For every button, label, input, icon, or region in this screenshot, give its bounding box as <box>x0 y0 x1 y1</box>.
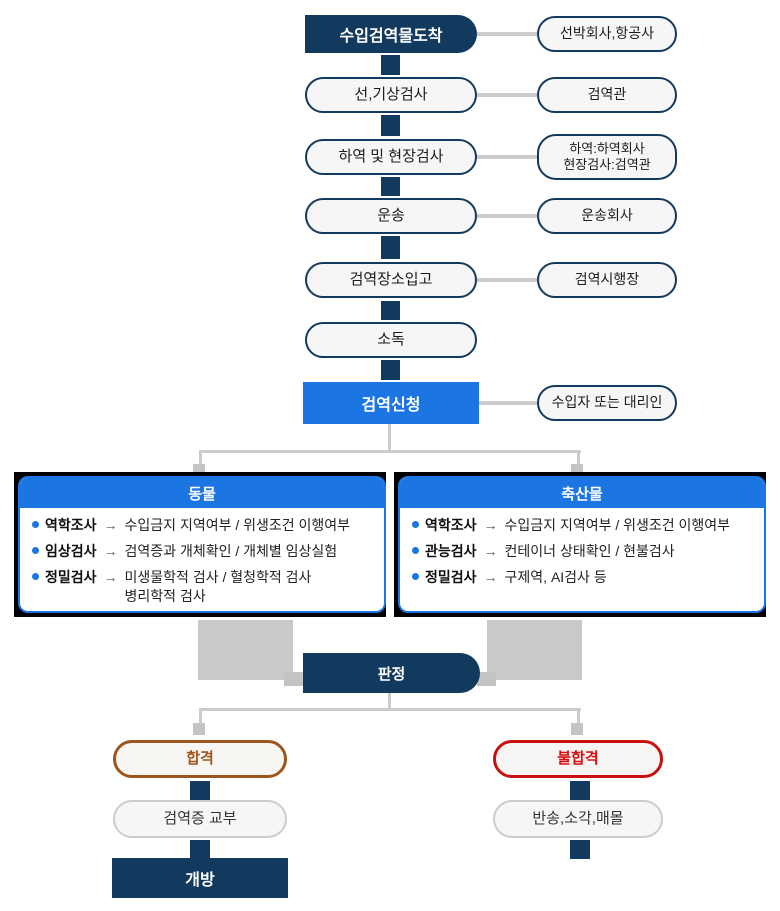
node-release: 개방 <box>112 858 288 898</box>
item-label: 정밀검사 <box>45 569 97 586</box>
connector-v-pass1 <box>190 781 210 800</box>
connector-v-6 <box>381 360 400 380</box>
bullet-dot-icon <box>32 573 39 581</box>
connector-v-5 <box>381 301 400 320</box>
list-item: 임상검사 → 검역증과 개체확인 / 개체별 임상실험 <box>30 542 374 560</box>
branch-livestock-backing: 축산물 역학조사 → 수입금지 지역여부 / 위생조건 이행여부 관능검사 → … <box>394 472 766 617</box>
node-transport: 운송 <box>305 198 477 234</box>
arrow-icon: → <box>103 569 118 586</box>
connector-h-row7 <box>479 401 537 405</box>
item-label: 임상검사 <box>45 543 97 560</box>
item-label: 정밀검사 <box>425 569 477 586</box>
connector-h-row3 <box>477 155 537 159</box>
arrow-icon: → <box>483 543 498 560</box>
branch-animal-box: 동물 역학조사 → 수입금지 지역여부 / 위생조건 이행여부 임상검사 → 검… <box>18 476 386 613</box>
node-unloading-parties: 하역:하역회사 현장검사:검역관 <box>537 134 677 180</box>
node-judgement: 판정 <box>303 653 480 693</box>
node-fail: 불합격 <box>493 740 663 778</box>
node-transport-company: 운송회사 <box>537 198 677 234</box>
list-item: 관능검사 → 컨테이너 상태확인 / 현불검사 <box>410 542 754 560</box>
branch-livestock-body: 역학조사 → 수입금지 지역여부 / 위생조건 이행여부 관능검사 → 컨테이너… <box>400 508 764 599</box>
item-label: 역학조사 <box>45 517 97 533</box>
list-item: 역학조사 → 수입금지 지역여부 / 위생조건 이행여부 <box>410 516 754 534</box>
node-quarantine-officer: 검역관 <box>537 77 677 113</box>
node-unloading-site-inspection: 하역 및 현장검사 <box>305 139 477 175</box>
connector-v-3 <box>381 177 400 196</box>
connector-v-pass2 <box>190 840 210 859</box>
connector-split1-stem <box>388 424 391 451</box>
node-quarantine-site-entry: 검역장소입고 <box>305 262 477 298</box>
connector-v-4 <box>381 236 400 259</box>
item-detail: 컨테이너 상태확인 / 현불검사 <box>504 543 675 560</box>
connector-split2-stem <box>388 693 391 710</box>
connector-split2-drop-left <box>199 710 202 724</box>
item-detail: 수입금지 지역여부 / 위생조건 이행여부 <box>124 517 351 533</box>
bullet-dot-icon <box>32 521 39 528</box>
connector-v-fail2 <box>570 840 590 859</box>
item-detail: 검역증과 개체확인 / 개체별 임상실험 <box>124 543 338 560</box>
arrow-icon: → <box>483 517 498 533</box>
item-label: 역학조사 <box>425 517 477 533</box>
branch-animal-body: 역학조사 → 수입금지 지역여부 / 위생조건 이행여부 임상검사 → 검역증과… <box>20 508 384 611</box>
node-return-incinerate-bury: 반송,소각,매몰 <box>493 800 663 838</box>
node-quarantine-facility: 검역시행장 <box>537 262 677 298</box>
connector-split1-drop-left <box>199 452 202 465</box>
connector-split1-drop-right <box>577 452 580 465</box>
connector-split2-drop-right <box>577 710 580 724</box>
item-detail: 구제역, AI검사 등 <box>504 569 607 586</box>
connector-block-livestock <box>487 620 582 680</box>
list-item: 정밀검사 → 구제역, AI검사 등 <box>410 568 754 586</box>
connector-h-row5 <box>477 278 537 282</box>
connector-h-row2 <box>477 93 537 97</box>
connector-split2-cap-right <box>571 723 583 735</box>
bullet-dot-icon <box>32 547 39 555</box>
list-item: 정밀검사 → 미생물학적 검사 / 혈청학적 검사 병리학적 검사 <box>30 568 374 604</box>
branch-livestock-box: 축산물 역학조사 → 수입금지 지역여부 / 위생조건 이행여부 관능검사 → … <box>398 476 766 613</box>
bullet-dot-icon <box>412 547 419 555</box>
list-item: 역학조사 → 수입금지 지역여부 / 위생조건 이행여부 <box>30 516 374 534</box>
node-quarantine-application: 검역신청 <box>303 382 479 424</box>
connector-block-tab-right <box>477 672 496 686</box>
connector-split2-bar <box>199 708 581 711</box>
connector-v-1 <box>381 55 400 75</box>
bullet-dot-icon <box>412 521 419 528</box>
arrow-icon: → <box>103 517 118 533</box>
item-label: 관능검사 <box>425 543 477 560</box>
connector-v-2 <box>381 115 400 136</box>
connector-split1-bar <box>199 450 581 453</box>
arrow-icon: → <box>103 543 118 560</box>
node-disinfection: 소독 <box>305 322 477 358</box>
node-carrier-company: 선박회사,항공사 <box>537 16 677 52</box>
node-ship-weather-inspection: 선,기상검사 <box>305 77 477 113</box>
branch-livestock-title: 축산물 <box>400 478 764 508</box>
node-importer-or-agent: 수입자 또는 대리인 <box>537 385 677 421</box>
connector-h-row4 <box>477 214 537 218</box>
connector-block-animal <box>198 620 293 680</box>
item-detail: 수입금지 지역여부 / 위생조건 이행여부 <box>504 517 731 533</box>
branch-animal-title: 동물 <box>20 478 384 508</box>
bullet-dot-icon <box>412 573 419 581</box>
connector-h-row1 <box>477 32 537 36</box>
branch-animal-backing: 동물 역학조사 → 수입금지 지역여부 / 위생조건 이행여부 임상검사 → 검… <box>14 472 386 617</box>
node-pass: 합격 <box>113 740 287 778</box>
connector-block-tab-left <box>284 672 303 686</box>
node-arrival: 수입검역물도착 <box>305 15 477 53</box>
arrow-icon: → <box>483 569 498 586</box>
connector-split2-cap-left <box>193 723 205 735</box>
node-certificate-issue: 검역증 교부 <box>113 800 287 838</box>
connector-v-fail1 <box>570 781 590 800</box>
item-detail: 미생물학적 검사 / 혈청학적 검사 병리학적 검사 <box>124 569 312 604</box>
